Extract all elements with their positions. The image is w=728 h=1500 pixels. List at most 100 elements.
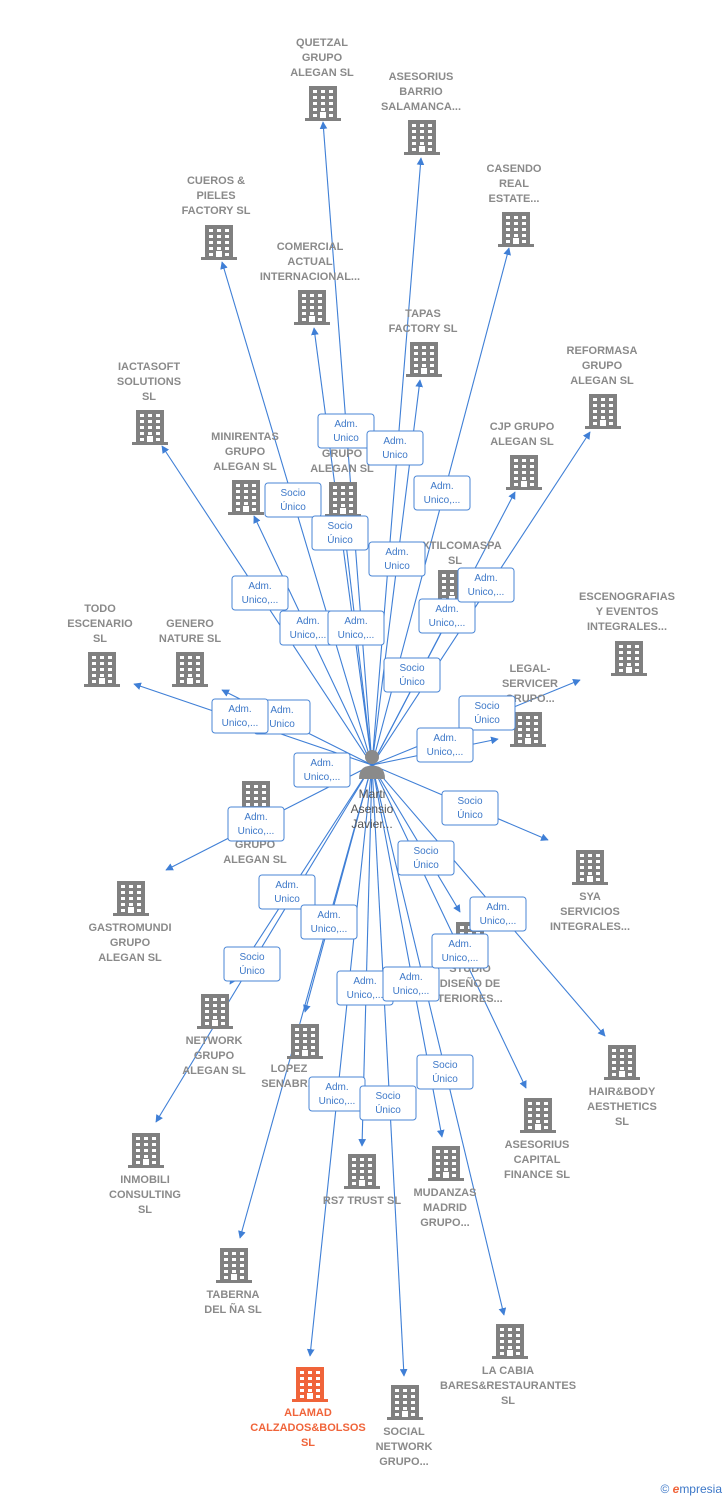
building-icon	[492, 1324, 528, 1359]
role-badge[interactable]: Adm.Unico,...	[457, 567, 515, 603]
company-label: RS7 TRUST SL	[323, 1195, 402, 1207]
badge-text: Único	[413, 858, 439, 871]
role-badge[interactable]: Adm.Unico,...	[413, 475, 471, 511]
badge-text: Unico,...	[424, 495, 461, 506]
badge-text: Adm.	[435, 604, 458, 615]
badge-text: Unico,...	[304, 772, 341, 783]
badge-text: Único	[474, 713, 500, 726]
badge-text: Adm.	[383, 436, 406, 447]
company-node-lopez-senabre[interactable]: LOPEZSENABR...	[261, 1024, 323, 1090]
company-label: CUEROS &	[187, 175, 245, 187]
person-icon	[359, 750, 385, 779]
company-label: CAPITAL	[514, 1154, 561, 1166]
edge-alamad	[306, 764, 373, 1357]
company-node-mudanzas[interactable]: MUDANZASMADRIDGRUPO...	[414, 1146, 477, 1229]
badge-text: Único	[457, 808, 483, 821]
edge-taberna	[238, 764, 373, 1239]
badge-text: Adm.	[486, 902, 509, 913]
role-badge[interactable]: Adm.Unico,...	[211, 698, 269, 734]
company-label: ALEGAN SL	[182, 1065, 246, 1077]
role-badge[interactable]: Adm.Unico,...	[293, 752, 351, 788]
edge-asesorius-capital	[371, 764, 527, 1089]
badge-text: Unico,...	[468, 587, 505, 598]
role-badge[interactable]: Adm.Unico	[258, 874, 316, 910]
role-badge[interactable]: Adm.Unico,...	[469, 896, 527, 932]
brand-name: mpresia	[679, 1482, 722, 1496]
company-label: GASTROMUNDI	[88, 922, 171, 934]
brand-initial: e	[672, 1482, 680, 1496]
role-badge[interactable]: Adm.Unico,...	[416, 727, 474, 763]
person-name: Marti	[359, 787, 386, 801]
role-badge[interactable]: Adm.Unico,...	[431, 933, 489, 969]
badge-text: Unico,...	[429, 618, 466, 629]
role-badge[interactable]: Adm. Unico,...	[308, 1076, 366, 1112]
center-person[interactable]: MartiAsensioJavier...	[351, 750, 394, 831]
company-label: ALEGAN SL	[290, 67, 354, 79]
badge-text: Socio	[474, 701, 499, 712]
badge-text: Adm.	[399, 972, 422, 983]
role-badge[interactable]: Adm.Unico	[368, 541, 426, 577]
role-badge[interactable]: Adm. Unico,...	[418, 598, 476, 634]
company-label: LEGAL-	[510, 663, 551, 675]
company-node-comercial-actual[interactable]: COMERCIALACTUALINTERNACIONAL...	[260, 241, 360, 325]
company-node-sya[interactable]: SYASERVICIOSINTEGRALES...	[550, 850, 630, 933]
company-node-asesorius-barrio[interactable]: ASESORIUSBARRIOSALAMANCA...	[381, 71, 461, 155]
badge-text: Unico,...	[290, 630, 327, 641]
company-node-rs7[interactable]: RS7 TRUST SL	[323, 1154, 402, 1207]
role-badge[interactable]: Adm.Unico,...	[336, 970, 394, 1006]
building-icon	[287, 1024, 323, 1059]
role-badge[interactable]: Adm.Unico,...	[231, 575, 289, 611]
company-node-casendo[interactable]: CASENDOREALESTATE...	[486, 163, 542, 247]
company-label: TODO	[84, 603, 116, 615]
badge-text: Adm.	[325, 1082, 348, 1093]
role-badge[interactable]: Adm.Unico,...	[382, 966, 440, 1002]
badge-text: Socio	[375, 1091, 400, 1102]
company-label: ALEGAN SL	[310, 463, 374, 475]
company-node-legal-servicer[interactable]: LEGAL-SERVICERGRUPO...	[502, 663, 558, 747]
building-icon	[113, 881, 149, 916]
role-badge[interactable]: Adm.Unico	[317, 413, 375, 449]
building-icon	[132, 410, 168, 445]
company-label: MADRID	[423, 1202, 467, 1214]
company-label: SL	[501, 1395, 515, 1407]
footer-brand[interactable]: © empresia	[660, 1482, 722, 1496]
badge-text: Unico,...	[319, 1096, 356, 1107]
company-label: FACTORY SL	[182, 205, 251, 217]
company-label: TABERNA	[207, 1289, 260, 1301]
company-label: FACTORY SL	[389, 323, 458, 335]
role-badge[interactable]: Adm.Unico	[366, 430, 424, 466]
role-badge[interactable]: Adm.Unico,...	[300, 904, 358, 940]
company-label: ESTATE...	[489, 193, 540, 205]
role-badge[interactable]: Adm.Unico,...	[227, 806, 285, 842]
company-node-social-network[interactable]: SOCIALNETWORKGRUPO...	[376, 1385, 433, 1468]
role-badge[interactable]: Adm.Unico,...	[279, 610, 337, 646]
role-badge[interactable]: Adm.Unico,...	[327, 610, 385, 646]
